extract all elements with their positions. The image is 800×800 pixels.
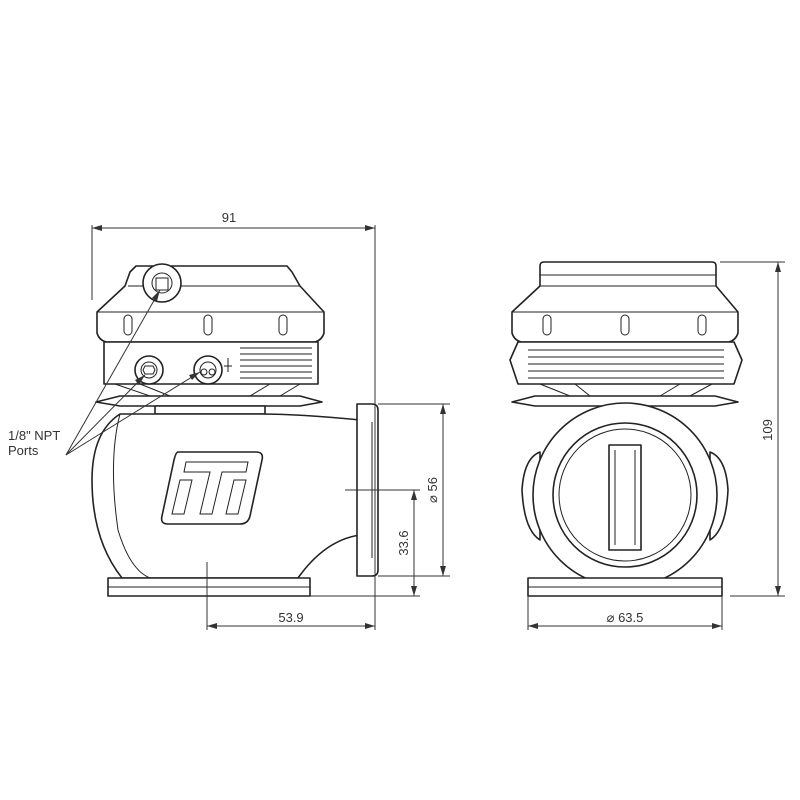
reference-mark-icon <box>224 358 232 372</box>
front-cap-slot-3 <box>697 314 707 336</box>
callout-label-line2: Ports <box>8 443 39 458</box>
top-port-hex <box>151 272 173 294</box>
npt-callout-leaders <box>65 289 201 456</box>
front-cap-slot-1 <box>542 314 552 336</box>
callout-label-line1: 1/8" NPT <box>8 428 60 443</box>
dim-label-inlet-center-height: 33.6 <box>396 530 411 555</box>
side-flange-plate <box>95 395 323 407</box>
dim-label-overall-height: 109 <box>760 419 775 441</box>
dimension-lines <box>91 225 785 630</box>
dim-label-inlet-diameter: ⌀ 56 <box>425 477 440 503</box>
side-actuator-cap <box>96 265 325 343</box>
front-spring-housing <box>509 341 743 385</box>
front-actuator-cap <box>511 261 739 343</box>
side-cap-slot-1 <box>123 314 133 336</box>
valve-stem <box>608 444 642 551</box>
front-flange-plate <box>511 395 739 407</box>
dim-label-outlet-offset: 53.9 <box>278 610 303 625</box>
front-view <box>509 261 743 597</box>
side-view <box>91 263 420 630</box>
side-valve-neck <box>154 405 266 415</box>
side-cap-slot-2 <box>203 314 213 336</box>
front-cap-slot-2 <box>620 314 630 336</box>
turbosmart-logo <box>160 451 264 525</box>
npt-port-right <box>193 355 223 385</box>
dim-label-overall-width: 91 <box>222 210 236 225</box>
dim-label-outlet-diameter: ⌀ 63.5 <box>607 610 644 625</box>
side-cap-slot-3 <box>278 314 288 336</box>
top-port-boss <box>142 263 182 303</box>
